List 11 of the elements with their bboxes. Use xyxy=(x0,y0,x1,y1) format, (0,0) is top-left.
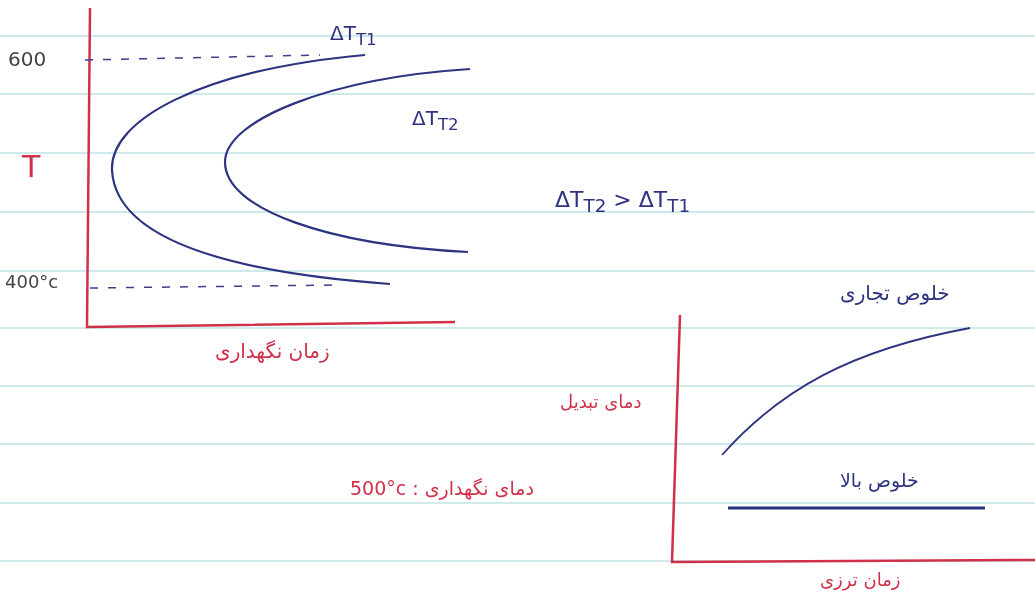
axis-label: زمان ترزی xyxy=(820,570,901,590)
tick-label: 600 xyxy=(8,48,47,70)
curve-label: ΔT$_{T1}$ xyxy=(330,22,377,50)
curve-label: ΔT$_{T2}$ xyxy=(412,107,459,135)
axis-label: دمای تبدیل xyxy=(560,392,642,412)
axis-label: T xyxy=(22,150,41,183)
axis-label: زمان نگهداری xyxy=(215,340,330,362)
curve-label: خلوص بالا xyxy=(840,470,919,491)
curve-label: خلوص تجاری xyxy=(840,282,950,304)
tick-label: 400°c xyxy=(5,272,59,292)
comparison-note: ΔT$_{T2}$ > ΔT$_{T1}$ xyxy=(555,188,691,217)
